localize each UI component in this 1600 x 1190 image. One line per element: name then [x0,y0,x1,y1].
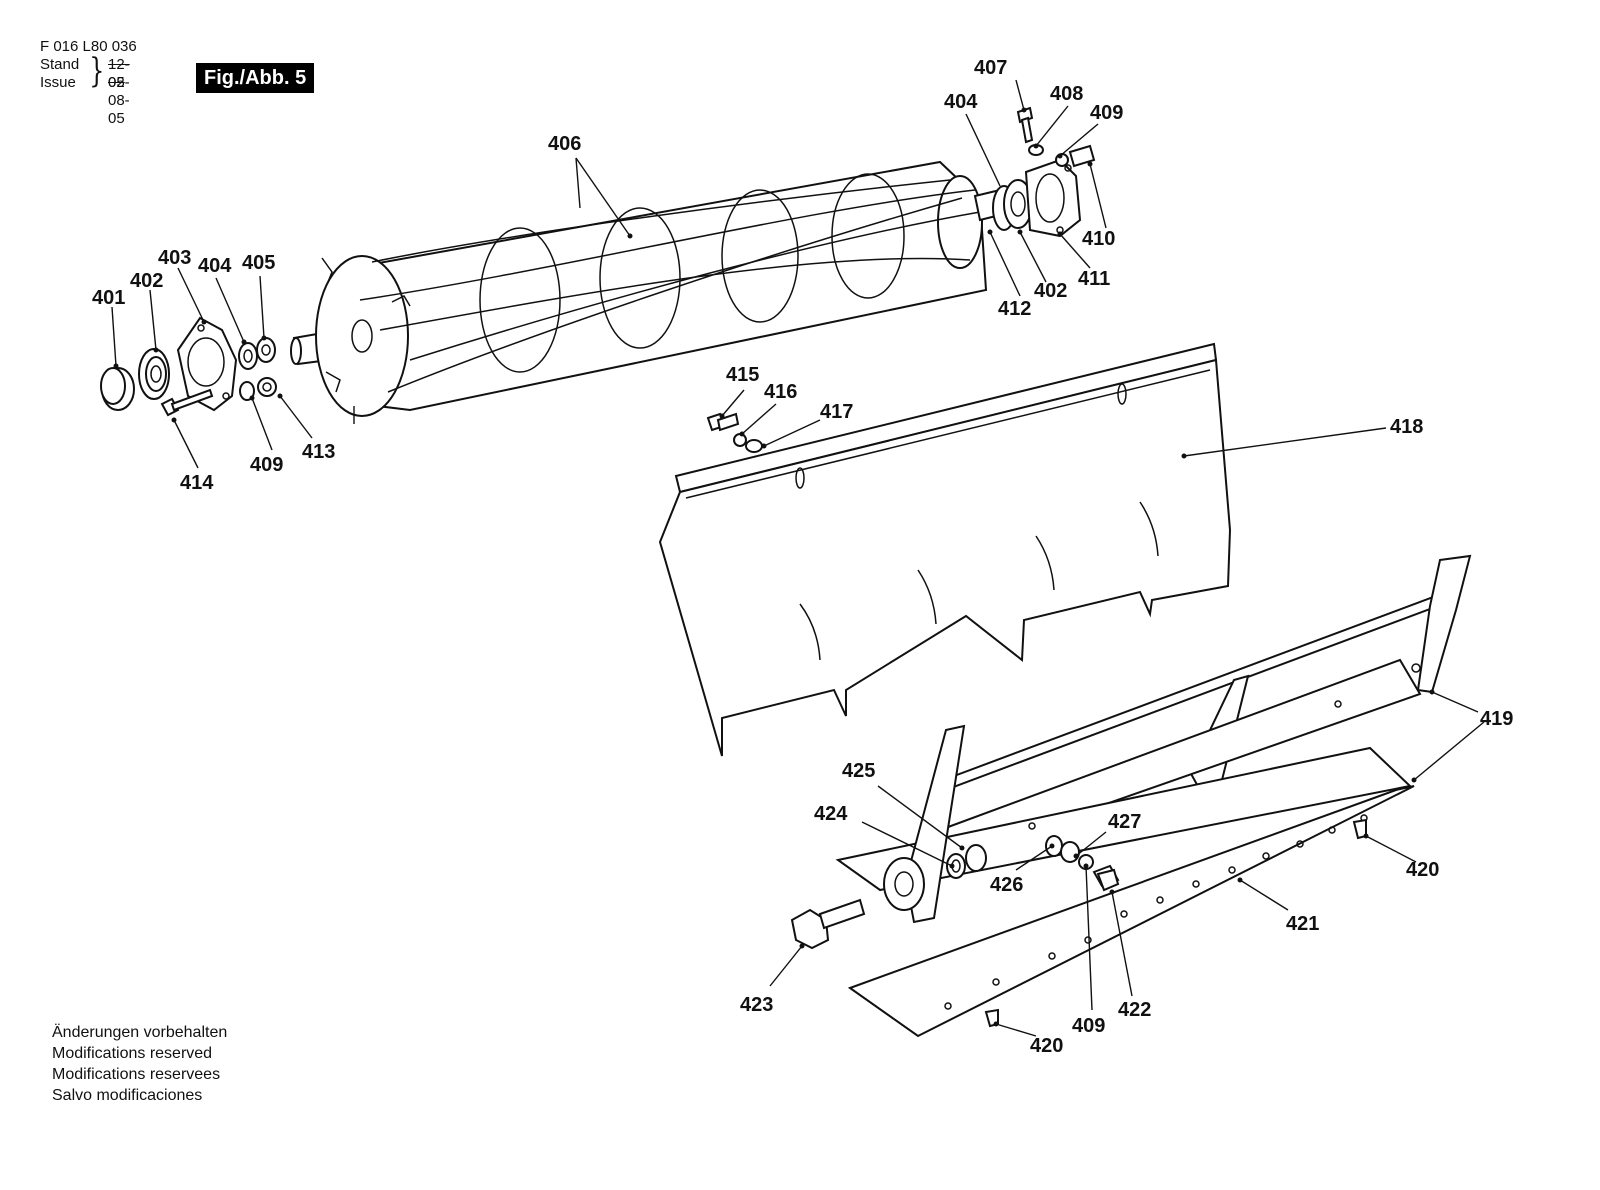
part-419-bed-frame [835,554,1472,924]
part-409-413-washer-nut [239,377,277,401]
callout-402-left: 402 [130,270,163,292]
callout-408: 408 [1050,83,1083,105]
callout-411: 411 [1078,268,1110,290]
callout-417: 417 [820,401,853,423]
part-422-bolt [1092,864,1120,892]
part-423-bolt [790,898,866,950]
callout-403: 403 [158,247,191,269]
notice-line-en: Modifications reserved [52,1045,213,1062]
callout-409-left: 409 [250,454,283,476]
leader-dots [113,107,1435,1027]
callout-427: 427 [1108,811,1141,833]
part-404-405-washers [238,337,276,370]
callout-422: 422 [1118,999,1151,1021]
callout-425: 425 [842,760,875,782]
part-402-right-bearing [992,179,1033,231]
callout-labels: 401 402 403 404 405 406 407 404 408 409 … [92,57,1513,1057]
notice-line-de: Änderungen vorbehalten [52,1024,228,1041]
left-end-bearing-group [100,316,277,417]
document-header: F 016 L80 036 Stand Issue } 12-05 02-08-… [40,38,137,127]
callout-401: 401 [92,287,125,309]
right-end-bearing-group [992,106,1096,238]
stand-label: Stand [40,56,80,73]
callout-420-right: 420 [1406,859,1439,881]
callout-416: 416 [764,381,797,403]
callout-405: 405 [242,252,275,274]
callout-419: 419 [1480,708,1513,730]
part-406-cutting-cylinder [290,160,1006,417]
callout-413: 413 [302,441,335,463]
callout-410: 410 [1082,228,1115,250]
callout-404-left: 404 [198,255,232,277]
modifications-notice: Änderungen vorbehalten Modifications res… [52,1022,227,1106]
callout-414: 414 [180,472,214,494]
callout-402-right: 402 [1034,280,1067,302]
callout-409-bottom: 409 [1072,1015,1105,1037]
leader-lines [111,79,1485,1037]
callout-418: 418 [1390,416,1423,438]
callout-404-right: 404 [944,91,978,113]
part-418-shield-plate [658,342,1232,757]
notice-line-fr: Modifications reservees [52,1066,221,1083]
part-421-bottom-blade [847,785,1415,1038]
part-411-housing [1024,158,1082,238]
part-407-screw [1016,106,1034,144]
callout-426: 426 [990,874,1023,896]
part-code: F 016 L80 036 [40,38,137,55]
callout-420-bottom: 420 [1030,1035,1063,1057]
issue-label: Issue [40,74,76,91]
callout-423: 423 [740,994,773,1016]
revision-block: Stand Issue } 12-05 02-08-05 [40,51,137,127]
callout-407: 407 [974,57,1007,79]
callout-412: 412 [998,298,1031,320]
callout-424: 424 [814,803,848,825]
callout-415: 415 [726,364,759,386]
part-414-bolt [160,388,214,417]
callout-421: 421 [1286,913,1319,935]
callout-409-top: 409 [1090,102,1123,124]
notice-line-es: Salvo modificaciones [52,1087,203,1104]
part-401-end-cap [100,367,135,411]
figure-label: Fig./Abb. 5 [196,63,315,93]
part-402-bearing [138,348,170,400]
part-409-410-bolt [1055,144,1096,168]
part-415-417-bolt-washers [706,412,763,453]
issue-date: 02-08-05 [108,74,130,127]
stand-old-date: 12-05 [108,56,130,91]
callout-406: 406 [548,133,581,155]
brace-glyph: } [89,51,105,91]
